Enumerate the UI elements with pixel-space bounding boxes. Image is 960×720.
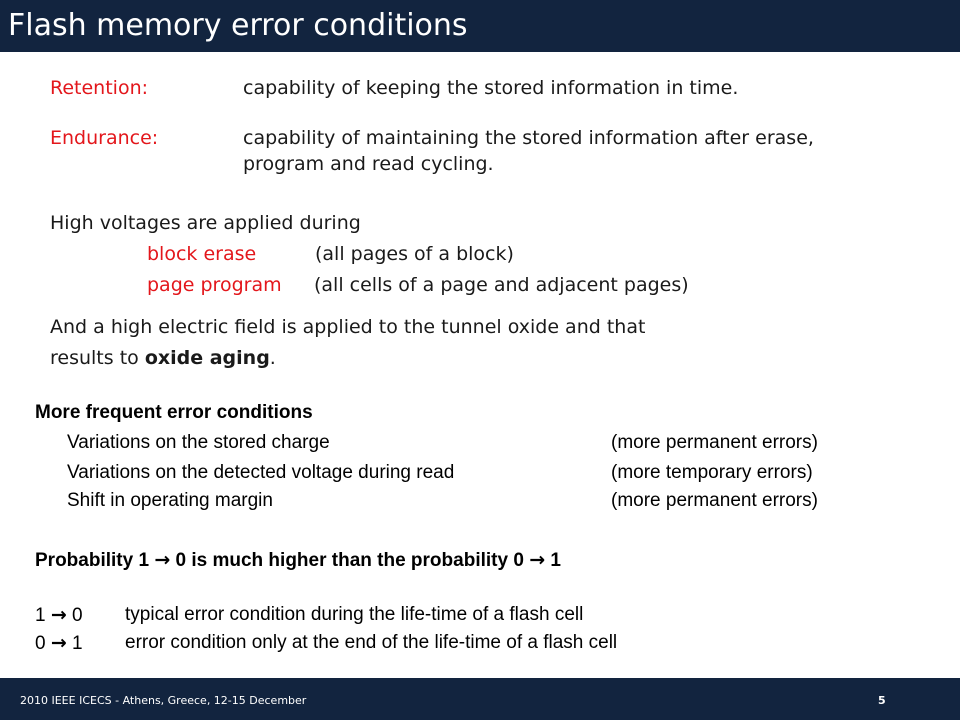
retention-definition: capability of keeping the stored informa… [243,77,739,99]
slide-title: Flash memory error conditions [8,8,468,43]
oxide-aging-bold: oxide aging [144,347,270,369]
page-number: 5 [878,694,886,707]
transition-2-to: 1 [66,633,83,654]
endurance-definition-line2: program and read cycling. [243,153,494,175]
transition-2-from: 0 [35,633,51,654]
frequent-item-2-type: (more temporary errors) [611,462,813,483]
transition-1-code: 1 → 0 [35,603,83,628]
frequent-item-1-label: Variations on the stored charge [67,432,330,453]
footer-text: 2010 IEEE ICECS - Athens, Greece, 12-15 … [20,694,307,707]
transition-2-desc: error condition only at the end of the l… [125,632,618,653]
footer-bar: 2010 IEEE ICECS - Athens, Greece, 12-15 … [0,678,960,720]
oxide-line2: results to oxide aging. [50,345,276,371]
page-program-desc: (all cells of a page and adjacent pages) [314,274,689,296]
arrow-icon: → [50,632,67,654]
probability-prefix: Probability 1 [35,550,155,571]
transition-2-code: 0 → 1 [35,631,83,656]
probability-suffix: 1 [545,550,561,571]
oxide-line1: And a high electric field is applied to … [50,316,646,338]
block-erase-term: block erase [147,243,257,265]
frequent-item-2-label: Variations on the detected voltage durin… [67,462,455,483]
block-erase-desc: (all pages of a block) [315,243,514,265]
probability-statement: Probability 1 → 0 is much higher than th… [35,548,561,573]
transition-1-from: 1 [35,605,51,626]
endurance-definition-line1: capability of maintaining the stored inf… [243,127,814,149]
endurance-term: Endurance: [50,127,159,149]
arrow-icon: → [154,549,171,571]
transition-1-to: 0 [66,605,83,626]
arrow-icon: → [50,604,67,626]
arrow-icon: → [529,549,546,571]
frequent-item-3-type: (more permanent errors) [611,490,818,511]
frequent-item-3-label: Shift in operating margin [67,490,273,511]
retention-term: Retention: [50,77,149,99]
probability-middle: 0 is much higher than the probability 0 [170,550,530,571]
oxide-line2-prefix: results to [50,347,145,369]
frequent-heading: More frequent error conditions [35,402,313,423]
frequent-item-1-type: (more permanent errors) [611,432,818,453]
page-program-term: page program [147,274,282,296]
title-bar: Flash memory error conditions [0,0,960,52]
high-voltage-intro: High voltages are applied during [50,212,361,234]
transition-1-desc: typical error condition during the life-… [125,604,584,625]
oxide-line2-suffix: . [269,347,276,369]
